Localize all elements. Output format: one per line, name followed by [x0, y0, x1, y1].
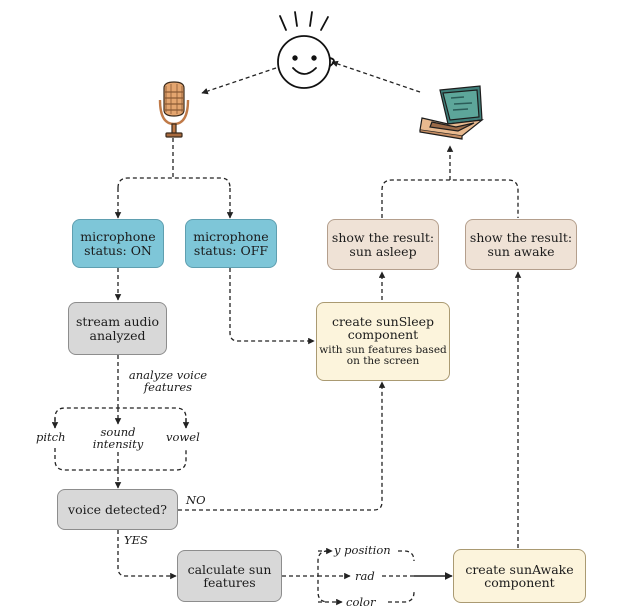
color-out [388, 591, 415, 603]
analyze-label: analyze voice features [128, 368, 208, 395]
sleep-component-box: create sunSleep component with sun featu… [316, 302, 450, 381]
off-to-sleep-line [229, 268, 315, 345]
mic-on-box: microphone status: ON [72, 219, 164, 268]
awake-result-box: show the result: sun awake [465, 219, 577, 270]
mic-split-line [117, 177, 231, 189]
intensity-label: sound intensity [92, 425, 144, 452]
awake-result-text: show the result: sun awake [469, 230, 573, 259]
sleep-component-title: create sunSleep component [331, 314, 435, 343]
ypos-out [398, 550, 415, 562]
voice-detected-text: voice detected? [68, 501, 167, 517]
feature-bracket-bottom [54, 448, 187, 471]
results-merge [381, 179, 519, 218]
yes-branch-line [117, 530, 177, 580]
no-branch-line [178, 381, 386, 511]
mic-on-text: microphone status: ON [80, 229, 156, 258]
yes-label: YES [124, 533, 148, 547]
face-icon [277, 11, 335, 89]
rad-label: rad [355, 569, 375, 583]
no-label: NO [186, 493, 206, 507]
color-label: color [346, 595, 376, 609]
face-to-mic-arrow [201, 67, 277, 95]
laptop-icon [419, 85, 485, 140]
sleep-component-sub: with sun features based on the screen [319, 343, 447, 368]
stream-audio-text: stream audio analyzed [75, 314, 160, 343]
calc-features-text: calculate sun features [187, 561, 272, 590]
feature-bracket [54, 407, 187, 428]
pitch-label: pitch [36, 430, 66, 444]
sleep-result-text: show the result: sun asleep [331, 230, 435, 259]
mic-off-box: microphone status: OFF [185, 219, 277, 268]
vowel-label: vowel [166, 430, 200, 444]
laptop-to-face-arrow [331, 60, 421, 93]
voice-detected-box: voice detected? [57, 489, 178, 530]
awake-component-text: create sunAwake component [465, 561, 574, 590]
stream-audio-box: stream audio analyzed [68, 302, 167, 355]
awake-component-box: create sunAwake component [453, 549, 586, 603]
y-position-label: y position [334, 543, 391, 557]
sleep-result-box: show the result: sun asleep [327, 219, 439, 270]
mic-off-text: microphone status: OFF [193, 229, 269, 258]
microphone-icon [158, 81, 190, 138]
calc-features-box: calculate sun features [177, 550, 282, 602]
